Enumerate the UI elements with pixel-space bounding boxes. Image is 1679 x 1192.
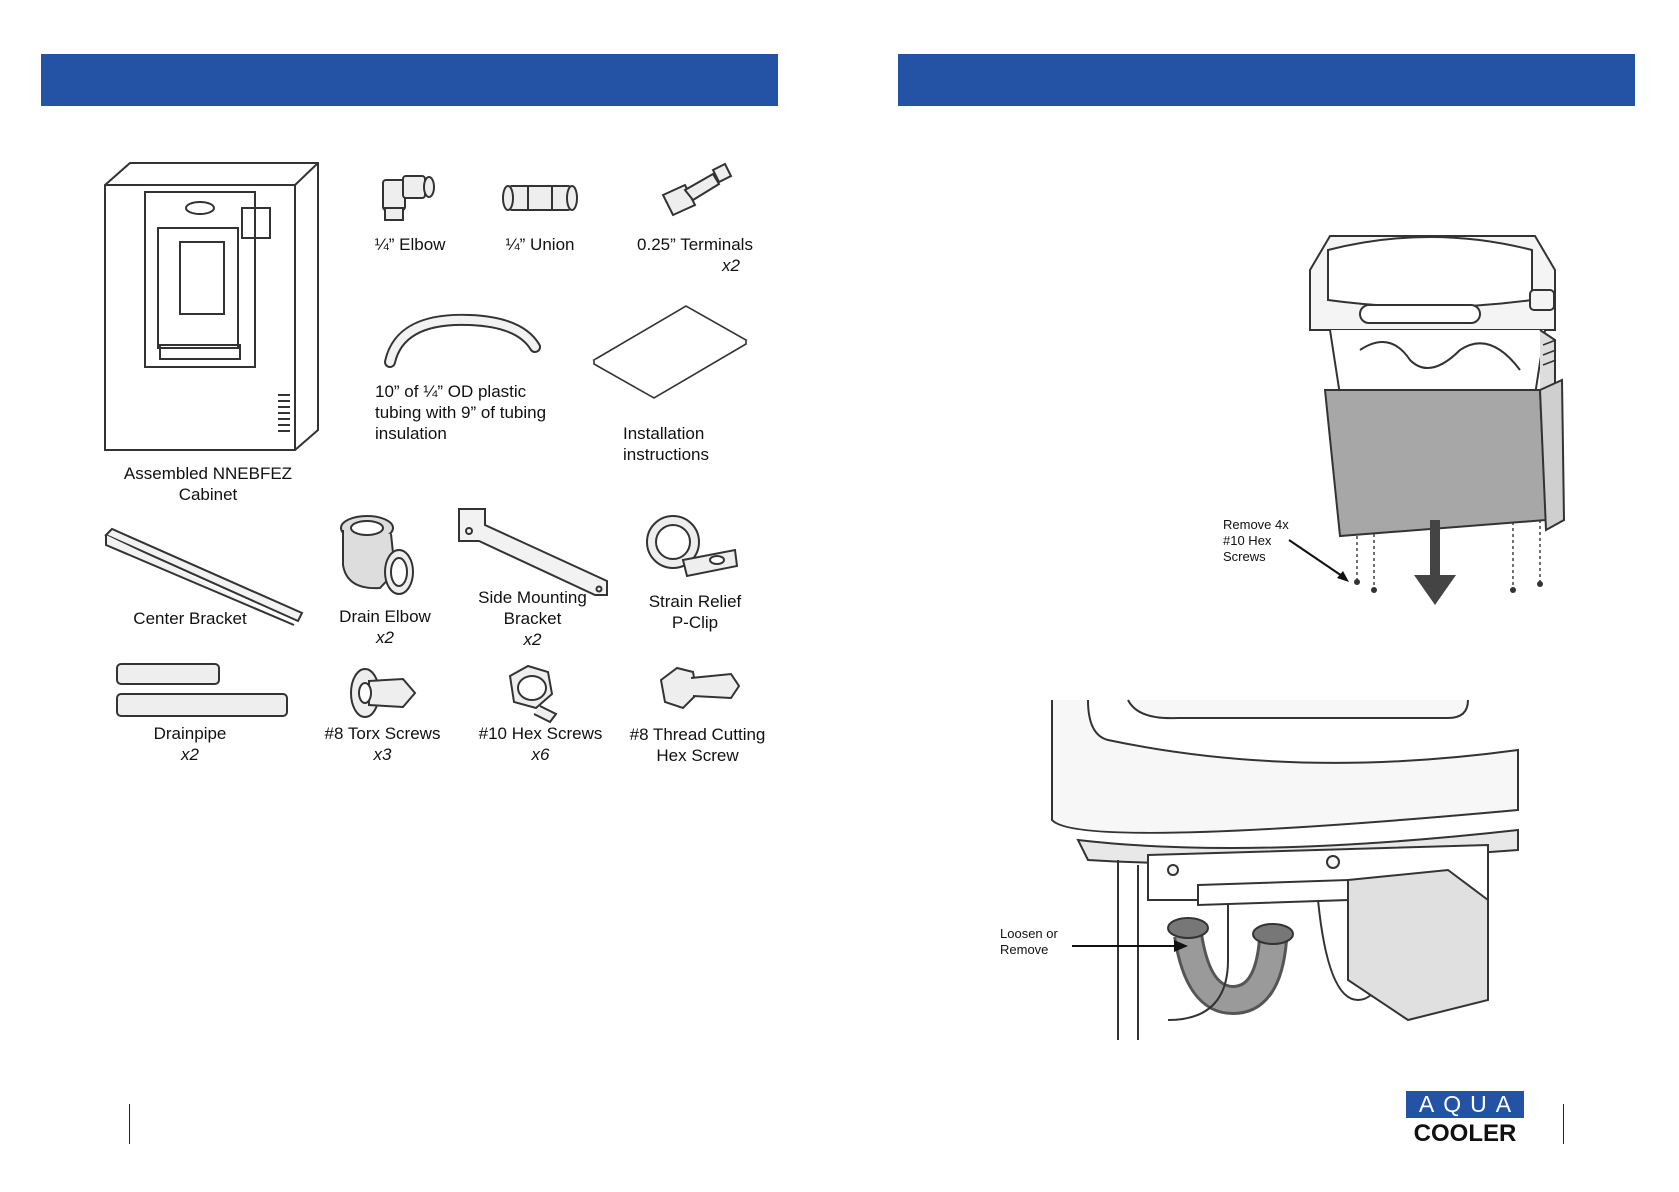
terminals-qty: x2	[722, 256, 740, 275]
union-label: ¼” Union	[490, 234, 590, 255]
drain-elbow-qty: x2	[376, 628, 394, 647]
right-page-marker	[1563, 1104, 1564, 1144]
instructions-line-2: instructions	[623, 445, 709, 464]
remove-screws-line-1: Remove 4x	[1223, 517, 1289, 532]
thread-cut-name: #8 Thread Cutting	[629, 725, 766, 744]
remove-screws-line-3: Screws	[1223, 549, 1266, 564]
cabinet-name: Assembled NNEBFEZ	[123, 464, 293, 483]
drain-trap-closeup-illustration	[1051, 699, 1519, 1040]
terminals-label: 0.25” Terminals x2	[630, 234, 760, 276]
p-clip-label: Strain Relief P-Clip	[640, 591, 750, 633]
right-section-banner	[898, 54, 1635, 106]
thread-cut-label: #8 Thread Cutting Hex Screw	[625, 724, 770, 766]
side-bracket-name-2: Bracket	[503, 609, 562, 628]
aqua-cooler-logo: AQUA COOLER	[1406, 1091, 1524, 1149]
terminal-illustration	[661, 162, 733, 217]
elbow-name: ¼” Elbow	[374, 235, 446, 254]
drainpipe-name: Drainpipe	[153, 724, 227, 743]
tubing-line-1: 10” of ¼” OD plastic	[375, 382, 527, 401]
left-section-banner	[41, 54, 778, 106]
side-bracket-label: Side Mounting Bracket x2	[470, 587, 595, 650]
elbow-fitting-illustration	[382, 175, 435, 221]
instructions-line-1: Installation	[623, 424, 705, 443]
thread-cut-name-2: Hex Screw	[656, 746, 739, 765]
center-bracket-illustration	[104, 527, 304, 626]
union-name: ¼” Union	[505, 235, 575, 254]
tubing-line-3: insulation	[375, 424, 447, 443]
fountain-panel-removal-illustration	[1309, 235, 1566, 605]
p-clip-illustration	[646, 515, 739, 578]
side-bracket-name: Side Mounting	[478, 588, 587, 607]
tubing-line-2: tubing with 9” of tubing	[375, 403, 547, 422]
instructions-booklet-illustration	[592, 305, 748, 399]
loosen-line-2: Remove	[1000, 942, 1049, 957]
tubing-illustration	[384, 313, 541, 368]
drainpipe-illustration	[116, 663, 288, 717]
cabinet-label: Assembled NNEBFEZ Cabinet	[110, 463, 306, 505]
hex-screw-illustration	[508, 664, 558, 724]
instructions-label: Installation instructions	[623, 423, 709, 465]
left-page-marker	[129, 1104, 130, 1144]
cabinet-illustration	[104, 162, 319, 451]
cabinet-name-2: Cabinet	[178, 485, 238, 504]
drain-elbow-illustration	[340, 515, 414, 595]
torx-name: #8 Torx Screws	[324, 724, 441, 743]
torx-label: #8 Torx Screws x3	[320, 723, 445, 765]
thread-cutting-screw-illustration	[659, 666, 741, 710]
drain-elbow-label: Drain Elbow x2	[325, 606, 445, 648]
loosen-arrow	[1072, 940, 1188, 952]
elbow-label: ¼” Elbow	[360, 234, 460, 255]
torx-screw-illustration	[350, 668, 417, 718]
remove-screws-arrow	[1288, 539, 1349, 582]
remove-screws-callout: Remove 4x #10 Hex Screws	[1223, 517, 1289, 565]
strain-relief-name-2: P-Clip	[671, 613, 719, 632]
union-fitting-illustration	[502, 185, 578, 211]
terminals-name: 0.25” Terminals	[637, 235, 753, 254]
hex-label: #10 Hex Screws x6	[473, 723, 608, 765]
center-bracket-name: Center Bracket	[133, 609, 247, 628]
hex-qty: x6	[531, 745, 550, 764]
tubing-label: 10” of ¼” OD plastic tubing with 9” of t…	[375, 381, 546, 444]
drain-elbow-name: Drain Elbow	[339, 607, 431, 626]
hex-name: #10 Hex Screws	[478, 724, 603, 743]
side-bracket-qty: x2	[523, 630, 542, 649]
center-bracket-label: Center Bracket	[110, 608, 270, 629]
logo-bottom-text: COOLER	[1413, 1120, 1517, 1147]
side-mounting-bracket-illustration	[458, 508, 608, 596]
loosen-callout: Loosen or Remove	[1000, 926, 1058, 958]
drainpipe-qty: x2	[181, 745, 199, 764]
remove-screws-line-2: #10 Hex	[1223, 533, 1272, 548]
drainpipe-label: Drainpipe x2	[140, 723, 240, 765]
loosen-line-1: Loosen or	[1000, 926, 1058, 941]
logo-top-text: AQUA	[1406, 1091, 1524, 1118]
strain-relief-name: Strain Relief	[648, 592, 742, 611]
torx-qty: x3	[373, 745, 392, 764]
